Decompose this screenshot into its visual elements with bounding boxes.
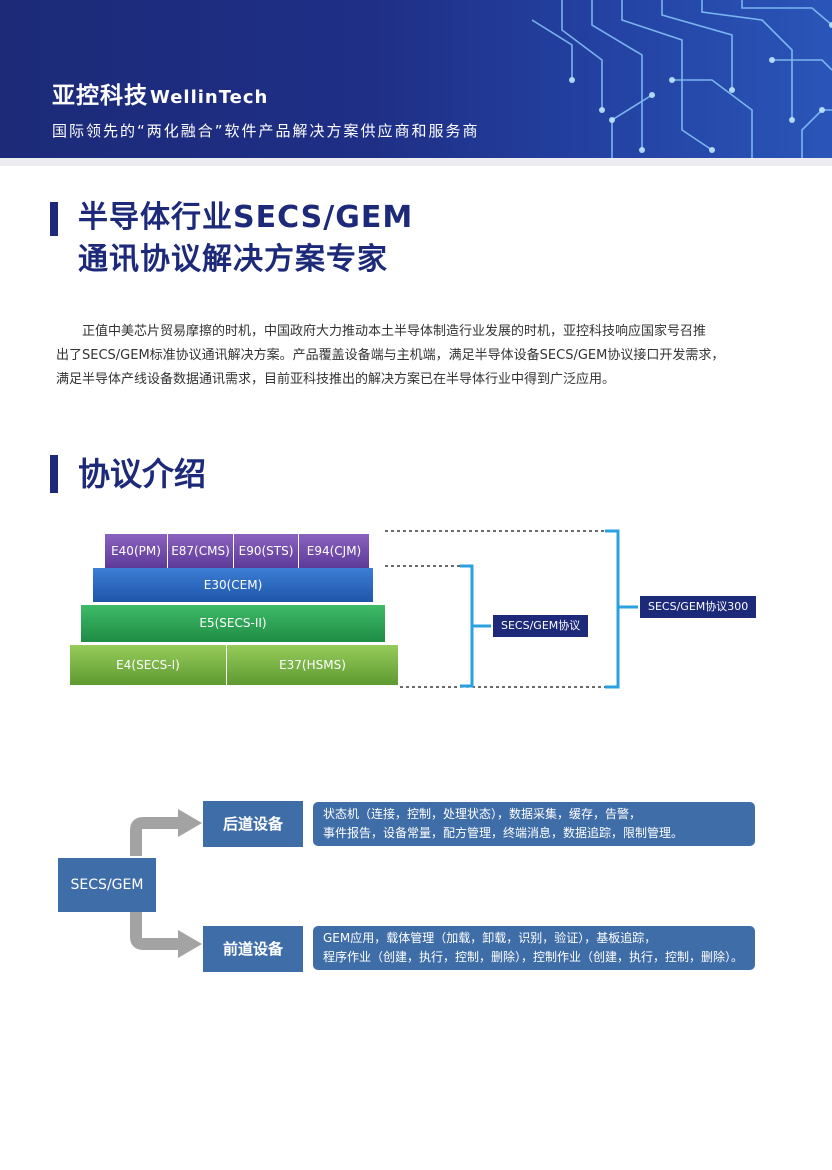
- arrow-right-icon: [178, 809, 202, 837]
- label-secs-gem: SECS/GEM协议: [493, 615, 589, 637]
- intro-paragraph: 正值中美芯片贸易摩擦的时机，中国政府大力推动本土半导体制造行业发展的时机，亚控科…: [56, 320, 776, 392]
- header-divider: [0, 158, 832, 166]
- desc-line: 状态机（连接，控制，处理状态），数据采集，缓存，告警，: [323, 807, 642, 821]
- section-accent-bar: [50, 455, 58, 493]
- page-title-line1: 半导体行业SECS/GEM: [78, 200, 414, 235]
- title-accent-bar: [50, 202, 58, 236]
- intro-line: 正值中美芯片贸易摩擦的时机，中国政府大力推动本土半导体制造行业发展的时机，亚控科…: [82, 324, 707, 339]
- protocol-block-e4: E4(SECS-I): [70, 645, 227, 685]
- protocol-block-e37: E37(HSMS): [227, 645, 398, 685]
- secs-gem-hub: SECS/GEM: [58, 858, 156, 912]
- desc-line: 事件报告，设备常量，配方管理，终端消息，数据追踪，限制管理。: [323, 826, 684, 840]
- page-title-line2: 通讯协议解决方案专家: [78, 242, 388, 277]
- protocol-block-e30: E30(CEM): [93, 568, 373, 602]
- desc-line: 程序作业（创建，执行，控制，删除），控制作业（创建，执行，控制，删除）。: [323, 950, 744, 964]
- back-end-device: 后道设备: [203, 801, 303, 847]
- protocol-block-e94: E94(CJM): [299, 534, 370, 568]
- protocol-block-e87: E87(CMS): [168, 534, 234, 568]
- tagline: 国际领先的“两化融合”软件产品解决方案供应商和服务商: [52, 122, 480, 140]
- brand-en: WellinTech: [150, 87, 269, 108]
- label-secs-gem-300: SECS/GEM协议300: [640, 596, 757, 618]
- intro-line: 满足半导体产线设备数据通讯需求，目前亚科技推出的解决方案已在半导体行业中得到广泛…: [56, 372, 616, 387]
- protocol-block-e40: E40(PM): [105, 534, 168, 568]
- brand-cn: 亚控科技: [52, 83, 148, 109]
- front-end-description: GEM应用，载体管理（加载，卸载，识别，验证），基板追踪， 程序作业（创建，执行…: [313, 926, 755, 970]
- arrow-right-icon: [178, 930, 202, 958]
- device-arrows: [130, 809, 202, 958]
- section-title-protocol: 协议介绍: [78, 455, 207, 493]
- desc-line: GEM应用，载体管理（加载，卸载，识别，验证），基板追踪，: [323, 931, 657, 945]
- circuit-decoration-icon: [531, 0, 832, 158]
- bracket-lines: [385, 529, 638, 689]
- back-end-description: 状态机（连接，控制，处理状态），数据采集，缓存，告警， 事件报告，设备常量，配方…: [313, 802, 755, 846]
- protocol-block-e90: E90(STS): [234, 534, 299, 568]
- front-end-device: 前道设备: [203, 926, 303, 972]
- protocol-block-e5: E5(SECS-II): [81, 605, 385, 642]
- intro-line: 出了SECS/GEM标准协议通讯解决方案。产品覆盖设备端与主机端，满足半导体设备…: [56, 348, 725, 363]
